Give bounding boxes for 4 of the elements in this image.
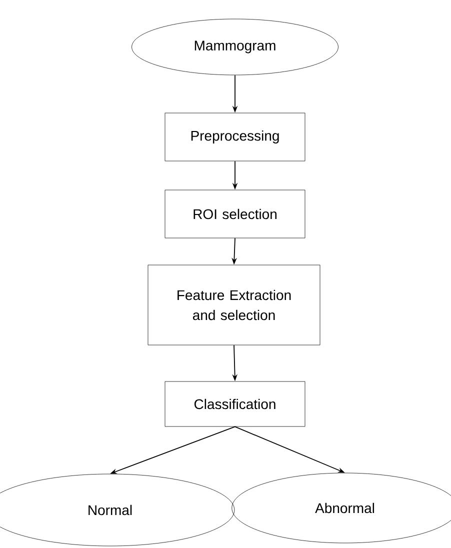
process-box: Preprocessing xyxy=(164,112,306,162)
process-box: ROI selection xyxy=(164,190,306,238)
process-box: Feature Extraction and selection xyxy=(148,264,320,346)
process-box: Classification xyxy=(164,381,306,427)
